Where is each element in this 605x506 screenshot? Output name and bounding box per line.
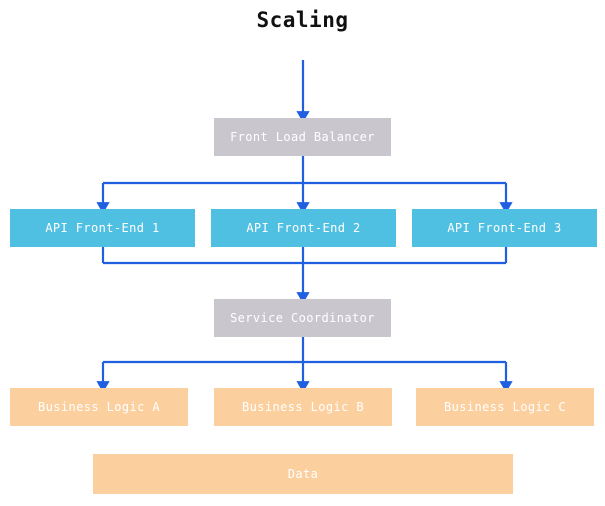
node-business-logic-c[interactable]: Business Logic C	[416, 388, 594, 426]
page-title: Scaling	[256, 8, 349, 32]
node-business-logic-a-label: Business Logic A	[38, 400, 160, 414]
node-api-front-end-2-label: API Front-End 2	[246, 221, 361, 235]
node-front-load-balancer-label: Front Load Balancer	[230, 130, 375, 144]
node-business-logic-c-label: Business Logic C	[444, 400, 566, 414]
node-data-store[interactable]: Data	[93, 454, 513, 494]
node-service-coordinator[interactable]: Service Coordinator	[214, 299, 391, 337]
node-business-logic-b[interactable]: Business Logic B	[214, 388, 392, 426]
node-api-front-end-2[interactable]: API Front-End 2	[211, 209, 396, 247]
node-business-logic-b-label: Business Logic B	[242, 400, 364, 414]
node-api-front-end-1-label: API Front-End 1	[45, 221, 160, 235]
node-api-front-end-3-label: API Front-End 3	[447, 221, 562, 235]
node-data-store-label: Data	[287, 467, 319, 481]
node-front-load-balancer[interactable]: Front Load Balancer	[214, 118, 391, 156]
node-business-logic-a[interactable]: Business Logic A	[10, 388, 188, 426]
node-api-front-end-3[interactable]: API Front-End 3	[412, 209, 597, 247]
node-service-coordinator-label: Service Coordinator	[230, 311, 375, 325]
node-api-front-end-1[interactable]: API Front-End 1	[10, 209, 195, 247]
